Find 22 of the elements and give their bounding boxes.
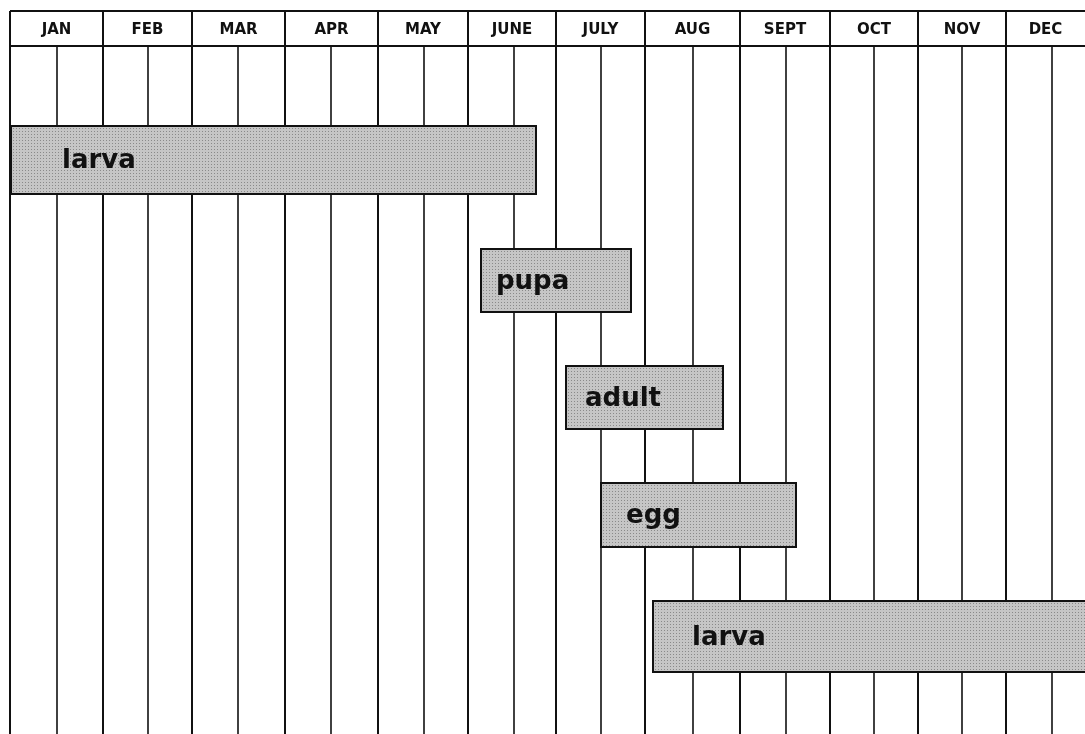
month-label: MAY [404,19,442,40]
life-stage-bar [565,365,724,430]
stage-label: larva [692,623,766,649]
month-label: APR [313,19,350,40]
stage-label: adult [585,384,661,410]
month-label: MAR [218,19,259,40]
month-label: JUNE [490,19,534,40]
month-label: OCT [856,19,892,40]
stage-label: egg [626,501,681,527]
month-label: AUG [673,19,712,40]
month-label: SEPT [762,19,808,40]
month-label: NOV [942,19,982,40]
month-label: DEC [1027,19,1064,40]
stage-label: larva [62,146,136,172]
stage-label: pupa [496,267,570,293]
life-stage-bar [600,482,797,548]
month-label: JAN [40,19,73,40]
life-stage-bar [480,248,632,313]
life-stage-bar [652,600,1085,673]
life-stage-bar [10,125,537,195]
month-label: JULY [580,19,620,40]
month-label: FEB [130,19,165,40]
